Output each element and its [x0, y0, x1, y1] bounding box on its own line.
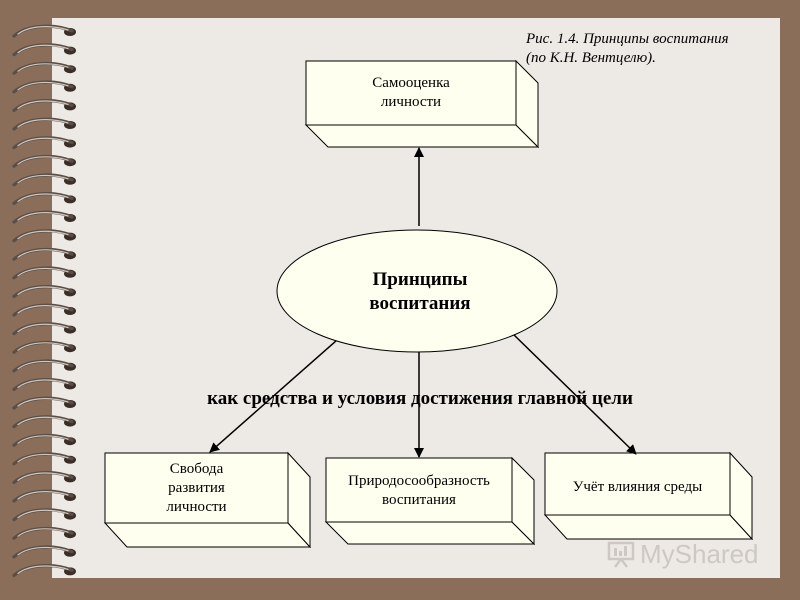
spiral-coil: [12, 229, 76, 243]
box-freedom-line-1: Свобода: [169, 461, 224, 477]
spiral-coil: [12, 303, 76, 317]
spiral-coil: [12, 322, 76, 336]
spiral-coil: [12, 210, 76, 224]
center-line-2: воспитания: [369, 293, 471, 314]
presentation-icon: [607, 541, 635, 568]
spiral-coil: [12, 173, 76, 187]
spiral-coil: [12, 452, 76, 466]
watermark: MyShared: [606, 536, 759, 572]
box-freedom: [103, 451, 312, 549]
spiral-coil: [12, 43, 76, 57]
caption-line-2: (по К.Н. Вентцелю).: [526, 50, 656, 66]
center-ellipse: [276, 229, 558, 353]
spiral-coil: [12, 192, 76, 205]
spiral-coil: [12, 340, 76, 354]
spiral-coil: [12, 117, 76, 131]
caption-line-1: Рис. 1.4. Принципы воспитания: [526, 31, 729, 47]
box-freedom-line-3: личности: [166, 499, 227, 515]
center-line-1: Принципы: [372, 269, 468, 290]
spiral-coil: [12, 415, 76, 429]
spiral-coil: [12, 247, 76, 261]
spiral-coil: [12, 154, 76, 168]
box-self-esteem-line-2: личности: [380, 94, 442, 110]
spiral-coil: [12, 489, 76, 503]
box-self-esteem-line-1: Самооценка: [372, 75, 450, 91]
spiral-coil: [12, 24, 76, 38]
watermark-text: MyShared: [640, 538, 759, 569]
spiral-coil: [12, 61, 76, 75]
box-environment: [543, 451, 754, 541]
spiral-coil: [12, 266, 76, 280]
box-nature-conformity: [324, 456, 536, 546]
spiral-coil: [12, 359, 76, 373]
box-self-esteem-label: Самооценка личности: [306, 74, 516, 112]
box-self-esteem: [304, 59, 540, 149]
spiral-binding: [12, 24, 76, 577]
box-nature-conformity-label: Природосообразность воспитания: [326, 472, 512, 510]
spiral-coil: [12, 285, 76, 298]
spiral-coil: [12, 396, 76, 410]
spiral-coil: [12, 378, 76, 391]
box-environment-label: Учёт влияния среды: [545, 478, 730, 497]
arrow-to-bottom-left: [209, 339, 338, 453]
box-nature-conformity-line-2: воспитания: [382, 492, 456, 508]
center-label: Принципы воспитания: [330, 268, 510, 316]
spiral-coil: [12, 471, 76, 484]
box-freedom-line-2: развития: [168, 480, 225, 496]
spiral-coil: [12, 136, 76, 150]
spiral-coil: [12, 526, 76, 540]
spiral-coil: [12, 80, 76, 94]
spiral-coil: [12, 99, 76, 112]
spiral-coil: [12, 433, 76, 447]
spiral-coil: [12, 545, 76, 559]
box-environment-line-1: Учёт влияния среды: [572, 479, 703, 495]
diagram-subtitle: как средства и условия достижения главно…: [207, 388, 633, 409]
arrow-to-bottom-right: [511, 332, 637, 455]
box-freedom-label: Свобода развития личности: [105, 460, 288, 517]
spiral-coil: [12, 564, 76, 577]
box-nature-conformity-line-1: Природосообразность: [348, 473, 490, 489]
spiral-coil: [12, 508, 76, 522]
figure-caption: Рис. 1.4. Принципы воспитания (по К.Н. В…: [526, 30, 776, 68]
